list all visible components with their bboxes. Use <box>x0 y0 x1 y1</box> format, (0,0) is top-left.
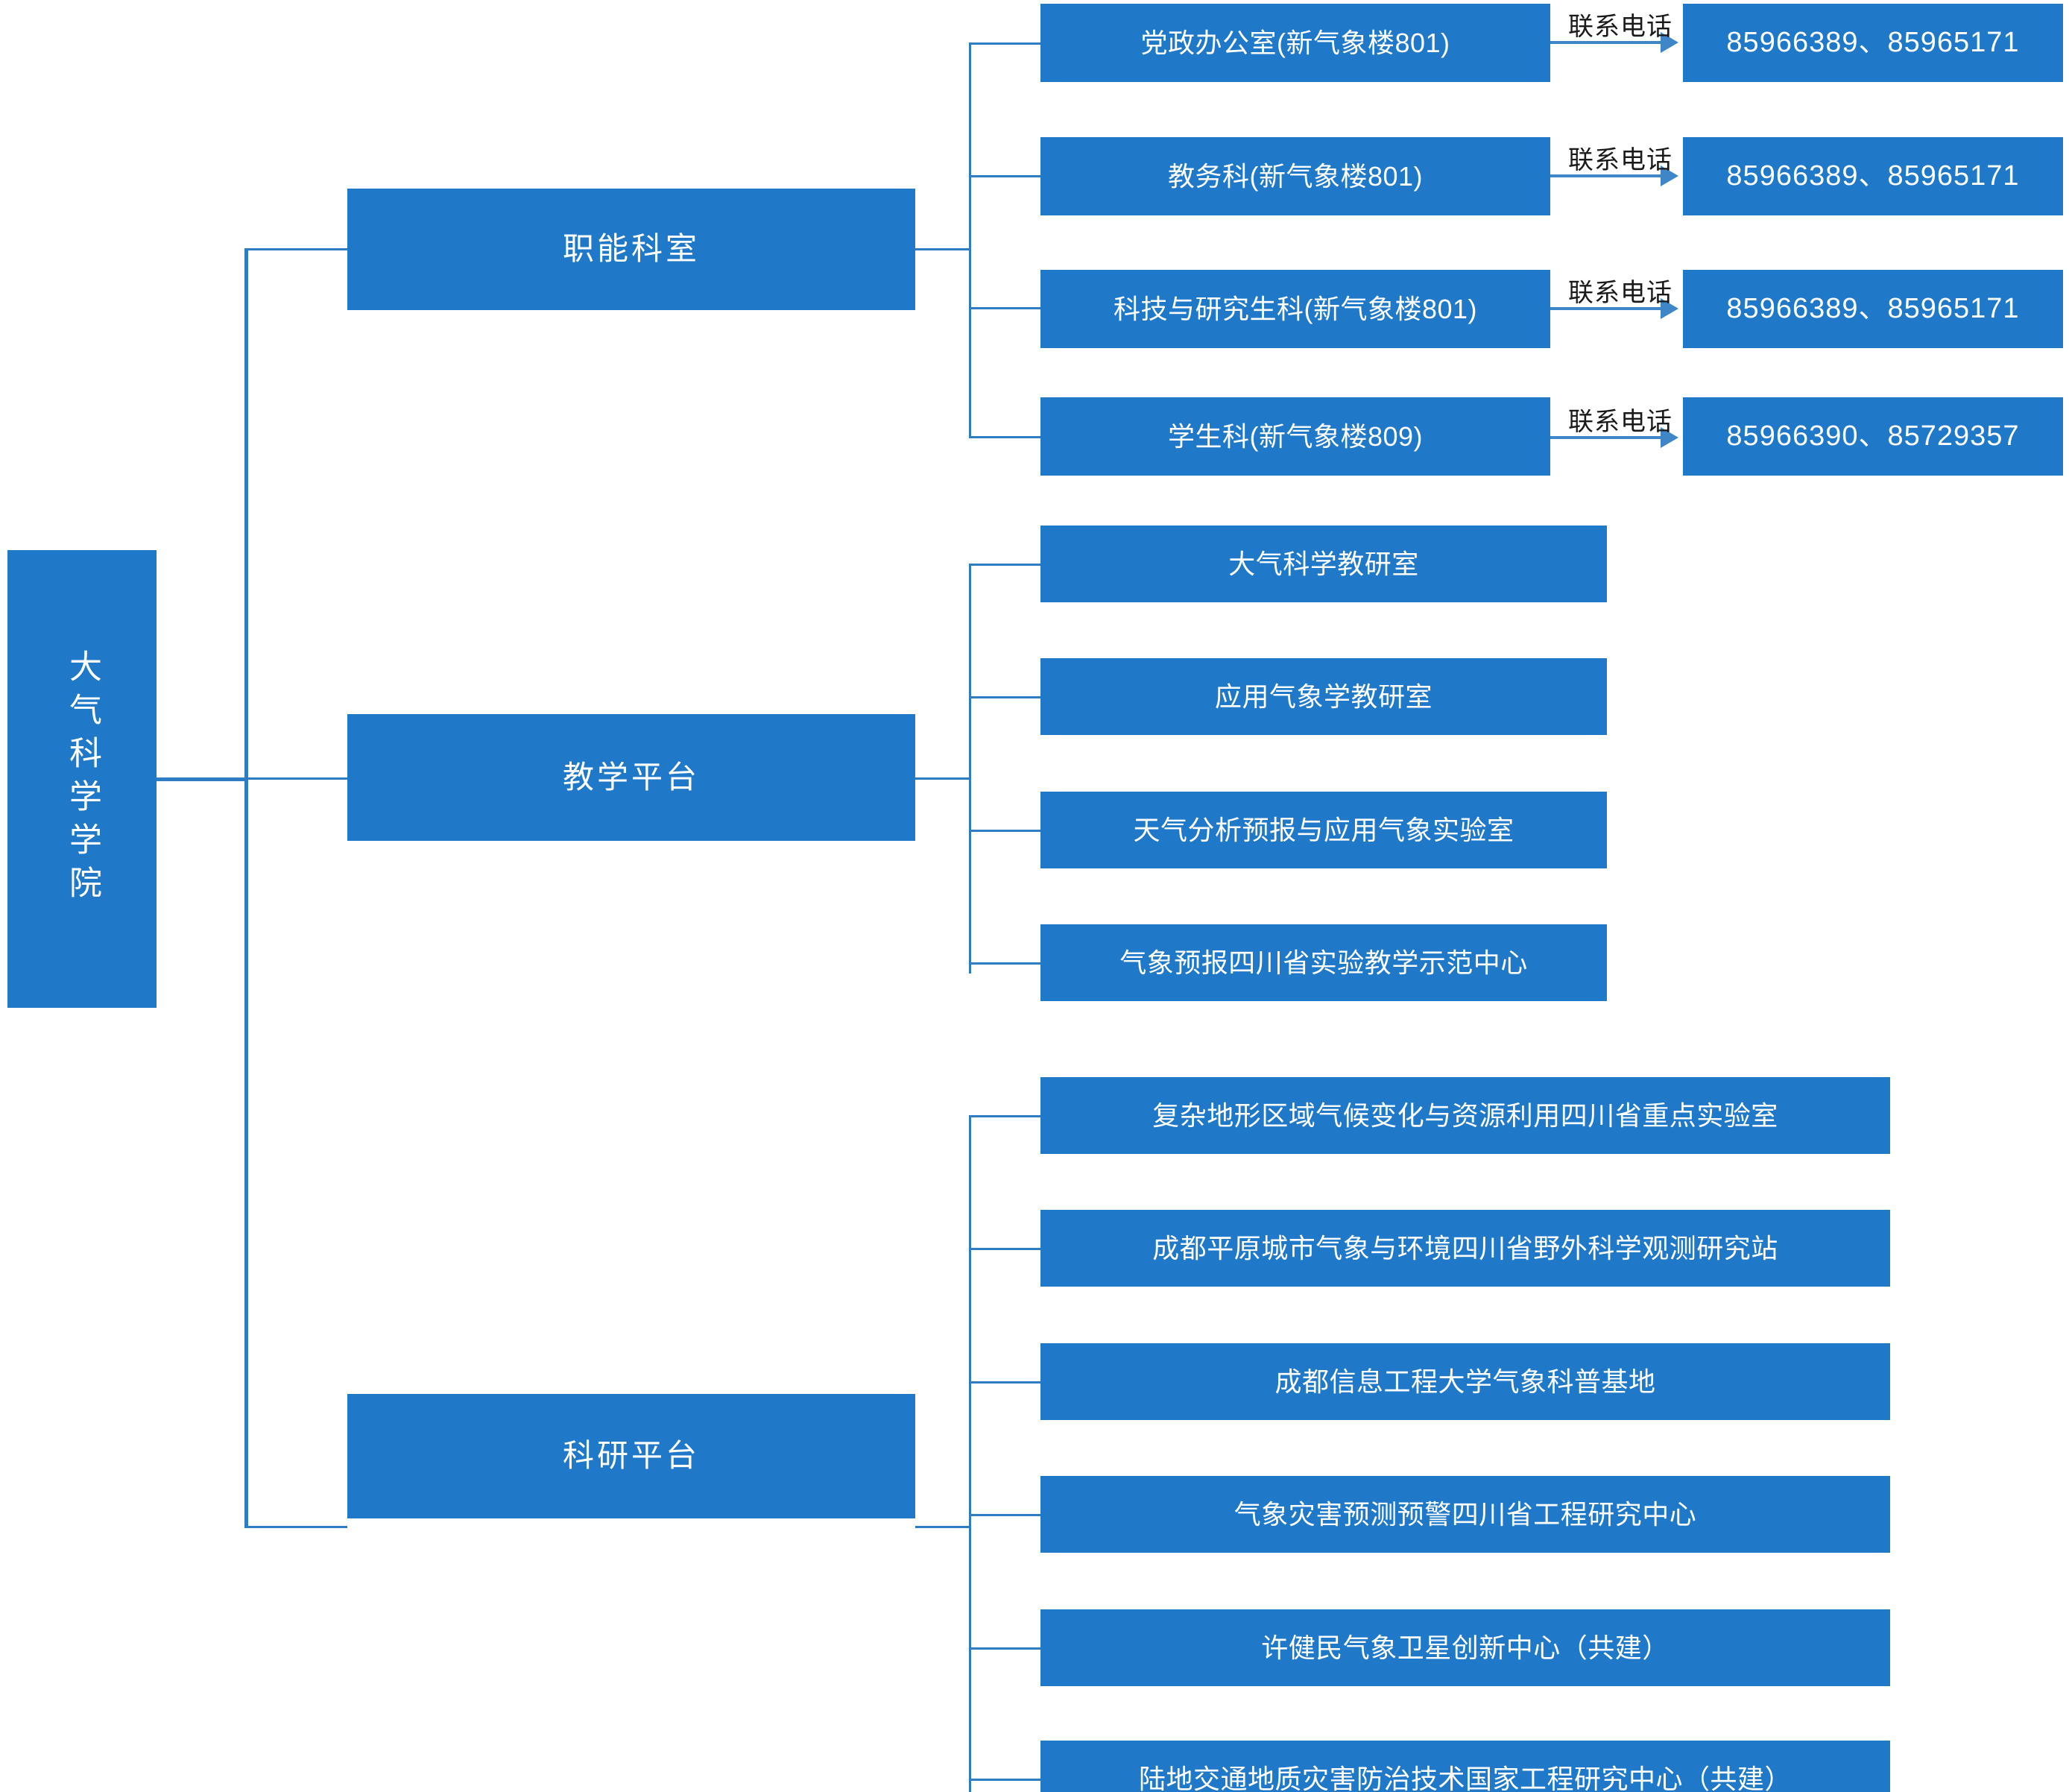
connector-research-child-6 <box>969 1779 1040 1781</box>
connector-functional-child-2 <box>969 175 1040 177</box>
teaching-node-applied-meteorology[interactable]: 应用气象学教研室 <box>1040 658 1607 735</box>
connector-teaching-child-3 <box>969 830 1040 832</box>
research-node-science-popularization-base[interactable]: 成都信息工程大学气象科普基地 <box>1040 1343 1890 1420</box>
connector-research-child-2 <box>969 1248 1040 1250</box>
arrow-head-phone-3 <box>1661 298 1678 319</box>
dept-node-student-affairs[interactable]: 学生科(新气象楼809) <box>1040 397 1550 476</box>
connector-teaching-child-2 <box>969 696 1040 698</box>
connector-research-child-3 <box>969 1381 1040 1384</box>
connector-research-stub <box>915 1526 971 1528</box>
connector-functional-child-3 <box>969 307 1040 309</box>
connector-teaching-spine <box>969 564 971 974</box>
arrow-head-phone-4 <box>1661 427 1678 448</box>
connector-functional-spine <box>969 42 971 437</box>
arrow-label-phone-3: 联系电话 <box>1568 279 1672 307</box>
arrow-label-phone-2: 联系电话 <box>1568 146 1672 174</box>
dept-node-science-grad[interactable]: 科技与研究生科(新气象楼801) <box>1040 270 1550 348</box>
branch-node-teaching[interactable]: 教学平台 <box>347 714 915 841</box>
connector-root-stub <box>157 777 247 781</box>
phone-node-student-affairs[interactable]: 85966390、85729357 <box>1683 397 2063 476</box>
connector-teaching-child-1 <box>969 564 1040 566</box>
root-node-college[interactable]: 大气科学学院 <box>7 550 157 1008</box>
branch-node-functional[interactable]: 职能科室 <box>347 189 915 310</box>
arrow-label-phone-1: 联系电话 <box>1568 13 1672 41</box>
connector-trunk-spine <box>244 248 248 1528</box>
teaching-node-weather-analysis-lab[interactable]: 天气分析预报与应用气象实验室 <box>1040 792 1607 868</box>
phone-node-party-office[interactable]: 85966389、85965171 <box>1683 4 2063 82</box>
connector-trunk-to-functional <box>244 248 347 250</box>
research-node-geo-disaster-center[interactable]: 陆地交通地质灾害防治技术国家工程研究中心（共建） <box>1040 1741 1890 1792</box>
research-node-field-observation-station[interactable]: 成都平原城市气象与环境四川省野外科学观测研究站 <box>1040 1210 1890 1287</box>
arrow-label-phone-4: 联系电话 <box>1568 408 1672 436</box>
connector-teaching-child-4 <box>969 962 1040 965</box>
arrow-line-phone-1 <box>1550 41 1661 44</box>
dept-node-academic-affairs[interactable]: 教务科(新气象楼801) <box>1040 137 1550 215</box>
arrow-line-phone-4 <box>1550 436 1661 439</box>
phone-node-academic-affairs[interactable]: 85966389、85965171 <box>1683 137 2063 215</box>
arrow-head-phone-2 <box>1661 165 1678 186</box>
connector-functional-child-1 <box>969 42 1040 45</box>
connector-research-spine <box>969 1115 971 1792</box>
teaching-node-atmospheric-science[interactable]: 大气科学教研室 <box>1040 526 1607 602</box>
connector-functional-child-4 <box>969 436 1040 438</box>
arrow-head-phone-1 <box>1661 32 1678 53</box>
connector-trunk-to-teaching <box>244 777 347 780</box>
connector-research-child-1 <box>969 1115 1040 1117</box>
research-node-satellite-innovation-center[interactable]: 许健民气象卫星创新中心（共建） <box>1040 1609 1890 1686</box>
connector-trunk-to-research <box>244 1526 347 1528</box>
arrow-line-phone-3 <box>1550 307 1661 310</box>
branch-node-research[interactable]: 科研平台 <box>347 1394 915 1518</box>
connector-teaching-stub <box>915 777 971 780</box>
teaching-node-forecast-demo-center[interactable]: 气象预报四川省实验教学示范中心 <box>1040 924 1607 1001</box>
connector-functional-stub <box>915 248 971 250</box>
research-node-key-lab-terrain-climate[interactable]: 复杂地形区域气候变化与资源利用四川省重点实验室 <box>1040 1077 1890 1154</box>
dept-node-party-office[interactable]: 党政办公室(新气象楼801) <box>1040 4 1550 82</box>
phone-node-science-grad[interactable]: 85966389、85965171 <box>1683 270 2063 348</box>
connector-research-child-5 <box>969 1647 1040 1650</box>
connector-research-child-4 <box>969 1514 1040 1516</box>
arrow-line-phone-2 <box>1550 174 1661 177</box>
research-node-disaster-warning-center[interactable]: 气象灾害预测预警四川省工程研究中心 <box>1040 1476 1890 1553</box>
